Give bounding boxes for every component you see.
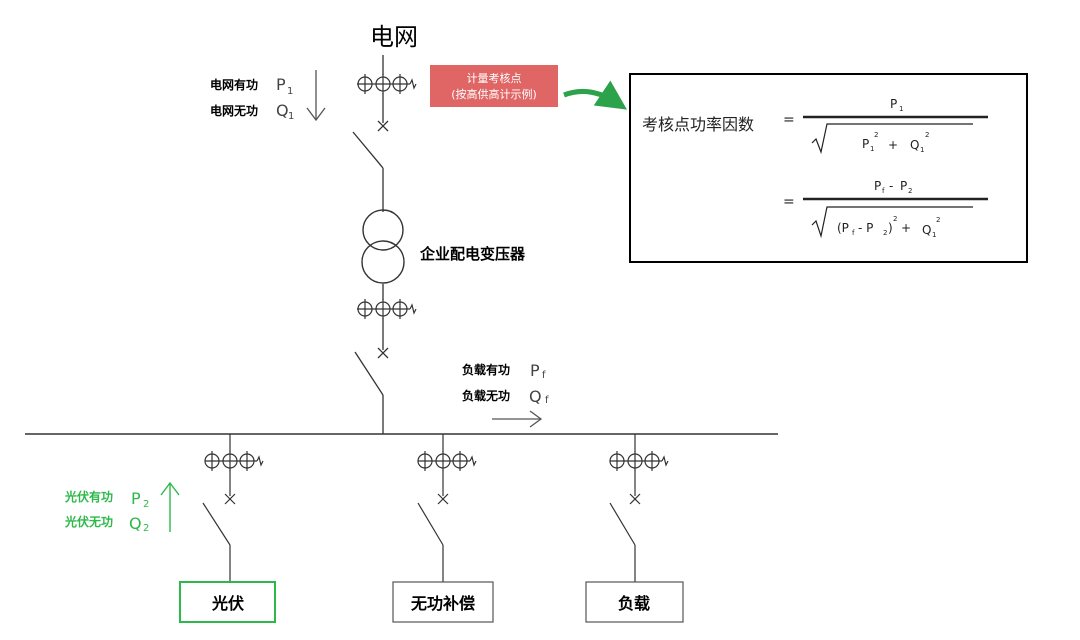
- upper-breaker-cross: [377, 120, 389, 132]
- grid-reactive-label: 电网无功: [210, 103, 258, 118]
- formula2-den-sub-f: f: [852, 229, 855, 237]
- grid-reactive-symbol: Q: [276, 101, 289, 120]
- load-branch: [609, 434, 669, 582]
- formula1-numerator-sub: 1: [899, 105, 903, 113]
- formula1-den-p-sq: 2: [874, 131, 878, 139]
- reactive-compensation-box-frame: [392, 581, 494, 623]
- formula1-eq: =: [783, 112, 795, 128]
- formula2-den-plus: +: [901, 221, 911, 235]
- green-curved-arrow: [563, 80, 627, 110]
- pv-active-symbol: P: [131, 489, 141, 508]
- formula1-den-q-sub: 1: [920, 146, 924, 154]
- pv-reactive-label: 光伏无功: [64, 514, 113, 529]
- load-flow-right-arrow: [492, 410, 543, 428]
- formula1-den-p-sub: 1: [870, 145, 874, 153]
- formula2-eq: =: [783, 194, 795, 210]
- pv-flow-up-arrow: [160, 481, 180, 532]
- grid-current-transformer-icon: [357, 74, 417, 94]
- formula2-den-minus: - P: [858, 221, 873, 235]
- load-active-symbol: P: [530, 361, 540, 380]
- grid-active-symbol: P: [276, 75, 286, 94]
- grid-title: 电网: [370, 23, 418, 51]
- metering-point-badge: 计量考核点 (按高供高计示例): [430, 65, 558, 107]
- metering-badge-line1: 计量考核点: [467, 71, 522, 85]
- pv-branch: [202, 434, 264, 582]
- grid-flow-down-arrow: [306, 70, 326, 122]
- load-box-label: 负载: [618, 594, 650, 613]
- pv-box: 光伏: [179, 581, 276, 623]
- reactive-compensation-branch: [417, 434, 477, 582]
- load-reactive-symbol: Q: [529, 387, 542, 406]
- pv-box-label: 光伏: [211, 594, 244, 613]
- formula1-numerator: P: [890, 97, 897, 111]
- transformer-current-transformer-icon: [357, 299, 417, 319]
- load-power-labels: 负载有功 P f 负载无功 Q f: [462, 361, 549, 428]
- load-box: 负载: [585, 581, 684, 623]
- pv-power-labels: 光伏有功 P 2 光伏无功 Q 2: [64, 481, 180, 534]
- formula2-num-p2-sub: 2: [908, 187, 912, 195]
- formula1-plus: +: [888, 138, 898, 152]
- transformer-icon: [361, 209, 405, 284]
- formula1-den-p: P: [862, 137, 869, 151]
- reactive-compensation-box-label: 无功补偿: [410, 594, 475, 613]
- formula2-den-q-sq: 2: [936, 216, 940, 224]
- pv-active-subscript: 2: [143, 499, 149, 510]
- formula1-den-q-sq: 2: [925, 131, 929, 139]
- load-active-subscript: f: [542, 370, 546, 381]
- load-box-frame: [585, 581, 684, 623]
- transformer-label: 企业配电变压器: [419, 245, 526, 263]
- formula2-den-q-sub: 1: [932, 231, 936, 239]
- grid-active-subscript: 1: [287, 86, 293, 97]
- formula2-den-open: (P: [837, 221, 849, 235]
- lower-breaker-cross: [377, 347, 389, 359]
- power-factor-formula-box: 考核点功率因数 = P 1 P 1 2 + Q 1 2 = P f - P 2 …: [629, 73, 1028, 263]
- grid-active-label: 电网有功: [210, 77, 258, 92]
- reactive-compensation-box: 无功补偿: [392, 581, 494, 623]
- pv-reactive-symbol: Q: [129, 514, 142, 533]
- pv-box-frame: [179, 581, 276, 623]
- grid-power-labels: 电网有功 P 1 电网无功 Q 1: [210, 70, 326, 122]
- formula2-num-pf-sub: f: [882, 187, 885, 195]
- main-feeder: [352, 55, 384, 434]
- load-active-label: 负载有功: [462, 362, 510, 377]
- formula2-num-p2: P: [900, 179, 907, 193]
- grid-reactive-subscript: 1: [288, 111, 294, 122]
- pv-active-label: 光伏有功: [64, 489, 113, 504]
- load-reactive-label: 负载无功: [462, 388, 510, 403]
- formula-frame: [629, 73, 1028, 263]
- formula2-sqrt: [811, 206, 973, 239]
- metering-badge-line2: (按高供高计示例): [451, 87, 537, 101]
- formula2-den-q: Q: [922, 223, 931, 237]
- load-reactive-subscript: f: [545, 395, 549, 406]
- formula1-sqrt: [811, 123, 973, 155]
- formula2-den-sub-2: 2: [883, 229, 887, 237]
- formula2-num-pf: P: [874, 179, 881, 193]
- formula2-den-sq1: 2: [893, 215, 897, 223]
- formula2-den-close: ): [888, 221, 893, 235]
- formula1-den-q: Q: [910, 138, 919, 152]
- formula-label: 考核点功率因数: [642, 115, 754, 134]
- formula2-num-minus: -: [889, 179, 893, 193]
- metering-badge-box: [430, 65, 558, 107]
- pv-reactive-subscript: 2: [143, 523, 149, 534]
